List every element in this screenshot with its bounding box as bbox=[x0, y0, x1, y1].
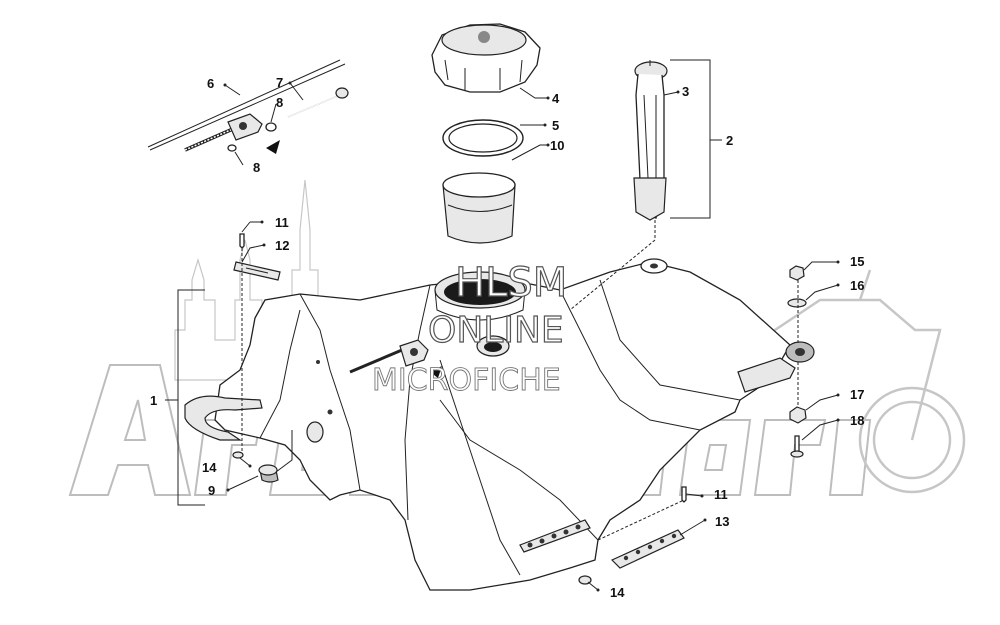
leader-lines bbox=[165, 59, 839, 591]
nut-15 bbox=[789, 265, 805, 281]
callout-12: 12 bbox=[275, 238, 289, 253]
callout-18: 18 bbox=[850, 413, 864, 428]
rubber-grommet-9 bbox=[258, 464, 279, 483]
callout-markers bbox=[223, 81, 840, 592]
callout-13: 13 bbox=[715, 514, 729, 529]
fuel-tank bbox=[184, 258, 815, 591]
filler-sleeve bbox=[442, 172, 516, 244]
clip-strip-12 bbox=[233, 261, 281, 281]
watermark-line-2: ONLINE bbox=[428, 310, 564, 351]
callout-11-lower: 11 bbox=[714, 487, 728, 502]
callout-16: 16 bbox=[850, 278, 864, 293]
callout-4: 4 bbox=[552, 91, 560, 106]
callout-9: 9 bbox=[208, 483, 215, 498]
callout-17: 17 bbox=[850, 387, 864, 402]
callout-5: 5 bbox=[552, 118, 559, 133]
washer-16 bbox=[787, 298, 807, 308]
washer-14-front bbox=[232, 451, 244, 459]
watermark-line-1: HLSM bbox=[455, 260, 567, 306]
callout-10: 10 bbox=[550, 138, 564, 153]
callout-11-upper: 11 bbox=[275, 215, 289, 230]
screw-18 bbox=[790, 435, 804, 458]
callout-7: 7 bbox=[276, 75, 283, 90]
screw-11-lower bbox=[681, 486, 687, 503]
tank-mount-hardware bbox=[147, 59, 349, 154]
callout-14-front: 14 bbox=[202, 460, 217, 475]
watermark-line-3: MICROFICHE bbox=[372, 363, 561, 398]
fuel-gauge-sender bbox=[633, 60, 668, 221]
callout-15: 15 bbox=[850, 254, 864, 269]
callout-2: 2 bbox=[726, 133, 733, 148]
site-watermark: HLSM ONLINE MICROFICHE bbox=[372, 259, 568, 398]
callout-labels: 1 2 3 4 5 6 7 8 8 9 10 11 11 12 13 14 14… bbox=[150, 75, 864, 600]
nut-17 bbox=[789, 406, 807, 424]
clip-strip-13 bbox=[610, 529, 685, 569]
screw-11-upper bbox=[239, 233, 245, 249]
callout-1: 1 bbox=[150, 393, 157, 408]
callout-8-upper: 8 bbox=[276, 95, 283, 110]
gasket bbox=[442, 119, 524, 157]
callout-3: 3 bbox=[682, 84, 689, 99]
tank-side-hardware bbox=[349, 339, 442, 378]
callout-6: 6 bbox=[207, 76, 214, 91]
fuel-cap bbox=[431, 23, 541, 93]
callout-8-lower: 8 bbox=[253, 160, 260, 175]
callout-14-lower: 14 bbox=[610, 585, 625, 600]
